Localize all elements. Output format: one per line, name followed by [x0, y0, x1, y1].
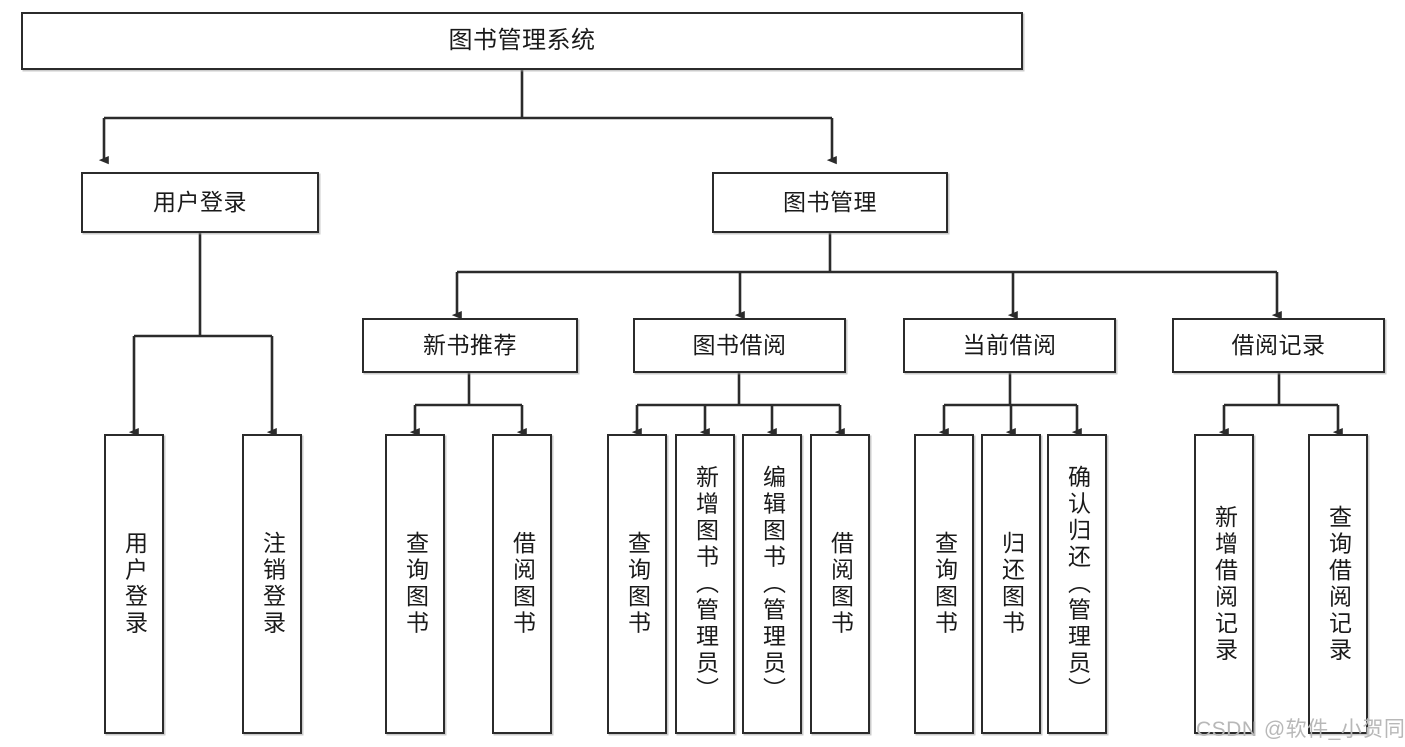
node-label: 新增图书（管理员）	[692, 464, 719, 704]
node-label: 确认归还（管理员）	[1064, 464, 1091, 704]
node-current-borrow[interactable]: 当前借阅	[903, 318, 1116, 373]
node-label: 图书管理	[783, 188, 877, 215]
node-book-management[interactable]: 图书管理	[712, 172, 948, 233]
node-label: 查询图书	[931, 531, 958, 637]
node-label: 新书推荐	[423, 331, 517, 358]
node-leaf-query-book-1[interactable]: 查询图书	[385, 434, 445, 734]
node-leaf-borrow-book-2[interactable]: 借阅图书	[810, 434, 870, 734]
node-leaf-edit-book[interactable]: 编辑图书（管理员）	[742, 434, 802, 734]
node-book-borrow[interactable]: 图书借阅	[633, 318, 846, 373]
node-borrow-records[interactable]: 借阅记录	[1172, 318, 1385, 373]
node-new-book-recommend[interactable]: 新书推荐	[362, 318, 578, 373]
node-label: 编辑图书（管理员）	[759, 464, 786, 704]
node-label: 查询借阅记录	[1325, 504, 1352, 664]
node-label: 归还图书	[998, 531, 1025, 637]
node-label: 借阅图书	[509, 531, 536, 637]
node-leaf-user-login[interactable]: 用户登录	[104, 434, 164, 734]
node-label: 借阅图书	[827, 531, 854, 637]
node-label: 新增借阅记录	[1211, 504, 1238, 664]
node-leaf-query-book-3[interactable]: 查询图书	[914, 434, 974, 734]
node-label: 用户登录	[121, 531, 148, 637]
node-label: 当前借阅	[962, 331, 1057, 358]
node-label: 图书借阅	[692, 331, 787, 358]
node-leaf-query-record[interactable]: 查询借阅记录	[1308, 434, 1368, 734]
node-book-management-system[interactable]: 图书管理系统	[21, 12, 1023, 70]
node-leaf-logout[interactable]: 注销登录	[242, 434, 302, 734]
node-leaf-confirm-return[interactable]: 确认归还（管理员）	[1047, 434, 1107, 734]
node-leaf-query-book-2[interactable]: 查询图书	[607, 434, 667, 734]
node-label: 查询图书	[402, 531, 429, 637]
node-leaf-borrow-book-1[interactable]: 借阅图书	[492, 434, 552, 734]
node-label: 注销登录	[259, 531, 286, 637]
node-label: 查询图书	[624, 531, 651, 637]
node-leaf-add-book[interactable]: 新增图书（管理员）	[675, 434, 735, 734]
node-leaf-return-book[interactable]: 归还图书	[981, 434, 1041, 734]
node-label: 用户登录	[153, 188, 247, 215]
node-leaf-add-record[interactable]: 新增借阅记录	[1194, 434, 1254, 734]
node-user-login[interactable]: 用户登录	[81, 172, 319, 233]
node-label: 借阅记录	[1231, 331, 1326, 358]
csdn-watermark: CSDN @软件_小贺同学	[1196, 718, 1405, 741]
node-label: 图书管理系统	[448, 26, 596, 54]
